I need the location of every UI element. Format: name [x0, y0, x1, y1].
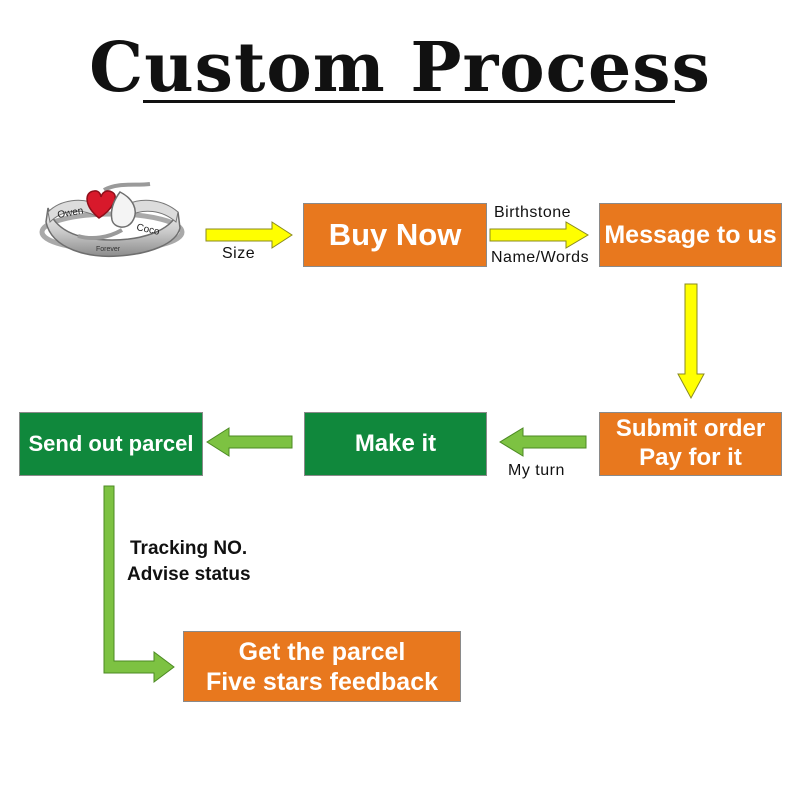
step-submit-line1: Submit order	[615, 415, 766, 443]
step-get-line1: Get the parcel	[238, 637, 406, 666]
step-make-it: Make it	[304, 412, 487, 476]
ring-engraving-bottom: Forever	[96, 246, 121, 253]
arrow-make-to-send	[206, 427, 293, 457]
step-get-the-parcel: Get the parcel Five stars feedback	[183, 631, 461, 702]
arrow-submit-to-make	[499, 427, 587, 457]
label-birthstone: Birthstone	[494, 204, 572, 221]
step-send-out-label: Send out parcel	[28, 430, 194, 456]
ring-engraving-left: Owen	[57, 206, 85, 221]
page-title: Custom Process	[89, 28, 711, 108]
arrow-message-to-submit	[677, 283, 705, 400]
arrow-ring-to-buy	[205, 221, 293, 249]
label-my-turn: My turn	[508, 462, 565, 479]
step-send-out-parcel: Send out parcel	[19, 412, 203, 476]
arrow-buy-to-message	[489, 221, 589, 249]
step-buy-now-label: Buy Now	[328, 217, 462, 253]
label-name-words: Name/Words	[491, 249, 590, 266]
clear-pear-gem	[110, 191, 136, 228]
red-heart-gem	[86, 190, 116, 219]
label-advise-status: Advise status	[127, 564, 251, 585]
ring-tail-top	[103, 182, 151, 192]
ring-tail-bottom	[77, 228, 123, 240]
step-get-line2: Five stars feedback	[205, 667, 439, 696]
step-message-to-us: Message to us	[599, 203, 782, 267]
label-tracking-no: Tracking NO.	[130, 538, 248, 559]
step-submit-order: Submit order Pay for it	[599, 412, 782, 476]
step-buy-now: Buy Now	[303, 203, 487, 267]
label-size: Size	[222, 245, 256, 262]
ring-engraving-right: Coco	[135, 222, 161, 238]
step-make-it-label: Make it	[354, 429, 437, 457]
arrow-send-to-get	[103, 485, 175, 683]
step-message-label: Message to us	[604, 221, 777, 249]
title-underline	[143, 100, 675, 103]
step-submit-line2: Pay for it	[639, 444, 742, 471]
